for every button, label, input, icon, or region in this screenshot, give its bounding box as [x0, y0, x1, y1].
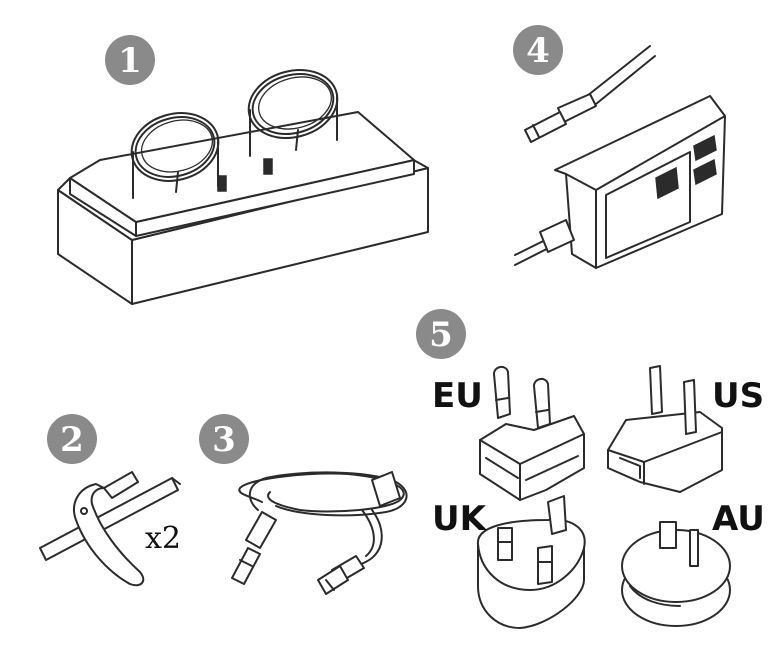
item-4-badge: 4	[513, 25, 563, 75]
plug-label-us: US	[712, 376, 764, 416]
item-3-usb-cable	[231, 471, 408, 595]
item-5-us-plug	[607, 365, 723, 493]
item-4-number: 4	[526, 31, 550, 71]
item-5-badge: 5	[416, 309, 466, 359]
item-5-uk-plug	[476, 495, 586, 629]
item-5-number: 5	[429, 315, 453, 355]
item-4-power-adapter	[514, 45, 726, 269]
plug-label-uk: UK	[432, 499, 488, 539]
item-1-badge: 1	[105, 35, 155, 85]
item-3-badge: 3	[199, 414, 249, 464]
item-1-number: 1	[118, 41, 142, 81]
plug-label-eu: EU	[432, 376, 483, 416]
item-2-quantity: x2	[145, 521, 181, 556]
item-2-badge: 2	[47, 414, 97, 464]
item-3-number: 3	[212, 420, 236, 460]
plug-label-au: AU	[712, 499, 765, 539]
item-5-eu-plug	[479, 366, 585, 501]
item-1-charging-base	[57, 69, 429, 305]
item-5-au-plug	[621, 521, 731, 627]
item-2-number: 2	[60, 420, 84, 460]
item-2-clip	[39, 471, 181, 587]
